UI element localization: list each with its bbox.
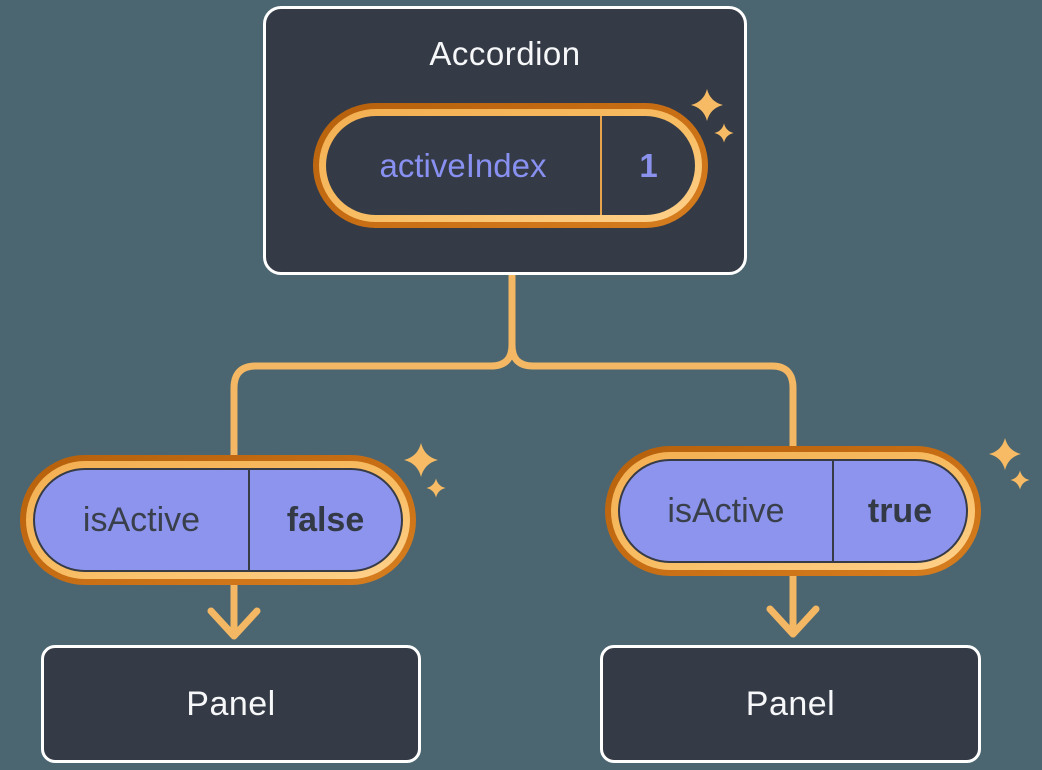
- sparkle-small-icon: [1010, 470, 1030, 490]
- pill-divider: [600, 116, 602, 215]
- sparkle-icon: [691, 89, 734, 143]
- sparkle-icon: [989, 438, 1030, 490]
- connector-right-branch: [508, 262, 797, 635]
- panel-node-left: Panel: [41, 645, 421, 763]
- arrow-down-icon: [207, 607, 261, 640]
- panel-node-right: Panel: [600, 645, 981, 763]
- state-name-label: activeIndex: [379, 146, 547, 184]
- prop-name-label: isActive: [82, 500, 201, 539]
- sparkle-large-icon: [691, 89, 723, 121]
- sparkle-icon: [404, 443, 446, 498]
- prop-pill-right: isActive true: [605, 446, 981, 576]
- sparkle-large-icon: [989, 438, 1021, 470]
- pill-divider: [248, 470, 250, 570]
- prop-pill-left: isActive false: [20, 455, 416, 585]
- sparkle-small-icon: [714, 123, 734, 143]
- prop-name-label: isActive: [667, 491, 785, 530]
- panel-label: Panel: [186, 684, 276, 723]
- accordion-title: Accordion: [429, 35, 581, 72]
- pill-divider: [832, 461, 834, 561]
- arrow-down-icon: [766, 605, 820, 638]
- state-pill: activeIndex 1: [313, 103, 708, 228]
- panel-label: Panel: [745, 684, 836, 723]
- prop-value-label: true: [867, 491, 933, 530]
- state-value-label: 1: [639, 146, 658, 184]
- sparkle-large-icon: [404, 443, 438, 477]
- prop-value-label: false: [286, 500, 365, 539]
- sparkle-small-icon: [426, 478, 446, 498]
